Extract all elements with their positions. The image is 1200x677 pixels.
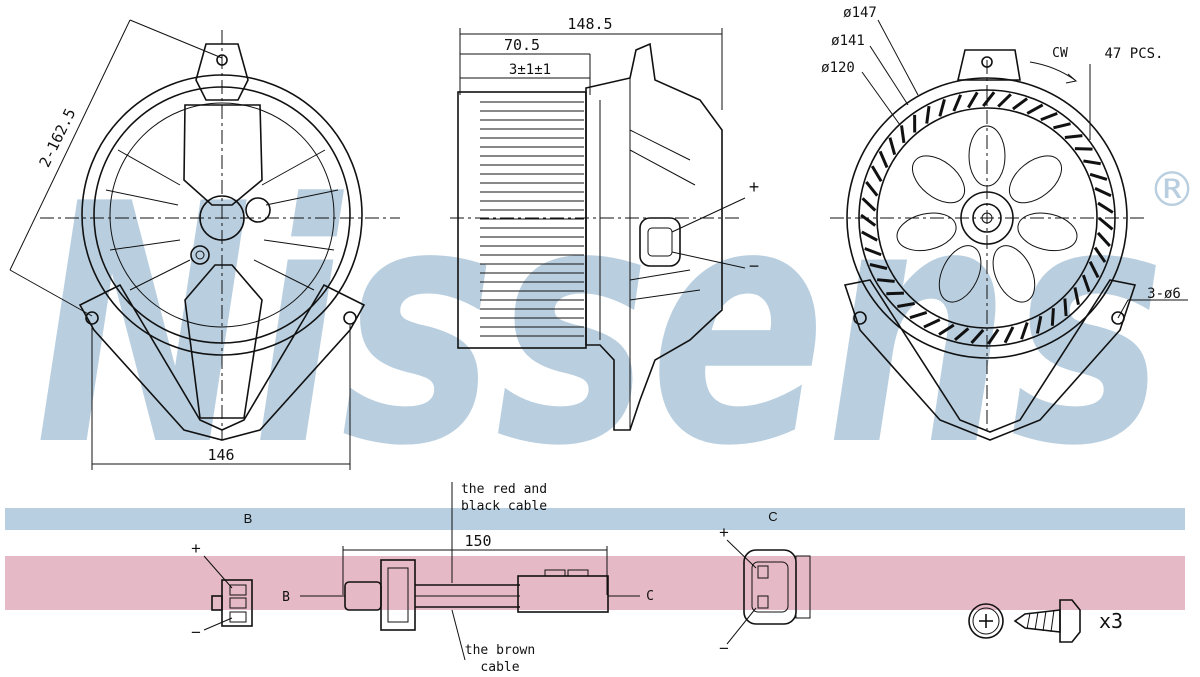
band-pink	[5, 556, 1185, 610]
fan-blade	[1063, 298, 1068, 317]
b-minus: −	[191, 623, 201, 642]
fan-blade	[860, 213, 877, 227]
fan-blade	[1050, 308, 1055, 326]
mount-holes: 3-ø6	[1147, 286, 1181, 302]
fan-blade	[967, 91, 979, 109]
blower-blades	[860, 91, 1114, 345]
red-black-cable-line2: black cable	[461, 499, 547, 514]
fan-blade	[1053, 122, 1071, 130]
side-minus-label: −	[749, 256, 760, 276]
dim-rear-d120: ø120	[821, 60, 855, 76]
rotation-direction: CW	[1052, 46, 1068, 61]
fan-blade	[878, 150, 889, 169]
fan-blade	[1088, 261, 1100, 279]
fan-blade	[1026, 103, 1044, 115]
fan-blade	[1064, 134, 1083, 139]
fan-blade	[1096, 231, 1111, 247]
side-view	[450, 28, 746, 431]
hub-petal	[912, 155, 966, 204]
band-label-c: C	[768, 509, 777, 524]
hub-petal	[992, 245, 1036, 303]
connector-b-detail	[203, 555, 253, 631]
band-label-b: B	[244, 511, 253, 526]
hub-petal	[896, 212, 957, 252]
band-blue	[5, 508, 1185, 530]
fan-blade	[987, 328, 1000, 345]
dim-rear-d141: ø141	[831, 33, 865, 49]
fan-blade	[1097, 201, 1114, 214]
cable-assembly	[300, 482, 640, 661]
dim-side-total: 148.5	[567, 15, 612, 33]
fan-blade	[952, 94, 963, 112]
dim-front-width: 146	[207, 446, 234, 464]
fan-blade	[1098, 216, 1114, 231]
b-plus: +	[191, 539, 201, 558]
fan-blade	[869, 263, 888, 270]
registered-mark: ®	[1148, 162, 1196, 218]
dim-side-offset: 3±1±1	[509, 62, 551, 78]
rear-view	[830, 19, 1188, 441]
fan-blade	[925, 105, 931, 124]
fan-blade	[886, 291, 904, 296]
hub-petal	[1017, 212, 1078, 252]
fan-blade	[888, 137, 897, 156]
impeller-ribs	[480, 101, 584, 337]
fan-blade	[909, 310, 928, 320]
c-plus: +	[719, 523, 729, 542]
fan-blade	[923, 318, 941, 329]
side-plus-label: +	[749, 177, 760, 197]
fan-blade	[861, 230, 878, 242]
c-minus: −	[719, 639, 729, 658]
cable-length: 150	[464, 532, 491, 550]
dim-side-depth: 70.5	[504, 36, 540, 54]
cable-c-label: C	[646, 589, 654, 604]
brown-cable-line2: cable	[480, 660, 519, 675]
fan-blade	[1094, 187, 1112, 198]
dim-rear-d147: ø147	[843, 5, 877, 21]
hub-petal	[1008, 155, 1062, 204]
fan-blade	[997, 93, 1012, 108]
red-black-cable-line1: the red and	[461, 482, 547, 497]
fan-blade	[1020, 322, 1029, 340]
fan-blade	[1081, 274, 1091, 293]
fan-blade	[865, 180, 879, 197]
brown-cable-line1: the brown	[465, 643, 535, 658]
front-view	[9, 19, 400, 470]
hub-petal	[938, 245, 982, 303]
fan-blade	[953, 327, 970, 342]
fan-blade	[876, 278, 895, 283]
fan-blade	[1083, 159, 1101, 166]
fan-blade	[970, 328, 985, 345]
fan-blade	[1040, 111, 1058, 122]
fan-blade	[864, 247, 882, 257]
fan-blade	[982, 91, 996, 107]
fan-blade	[1035, 315, 1043, 334]
connector-c-detail	[726, 539, 811, 645]
fan-blade	[938, 99, 946, 117]
fan-blade	[1003, 326, 1015, 344]
blade-count: 47 PCS.	[1104, 46, 1163, 62]
fan-blade	[1093, 246, 1107, 263]
fan-blade	[1012, 97, 1029, 111]
fan-blade	[900, 125, 906, 144]
cable-b-label: B	[282, 590, 290, 605]
screw-detail	[968, 599, 1081, 643]
fan-blade	[1073, 287, 1080, 305]
fan-blade	[938, 323, 955, 336]
fan-blade	[897, 302, 915, 308]
fan-blade	[861, 197, 877, 212]
fan-blade	[1074, 147, 1093, 151]
fan-blade	[870, 165, 883, 183]
fan-blade	[1089, 172, 1108, 181]
screw-quantity: x3	[1099, 609, 1123, 633]
